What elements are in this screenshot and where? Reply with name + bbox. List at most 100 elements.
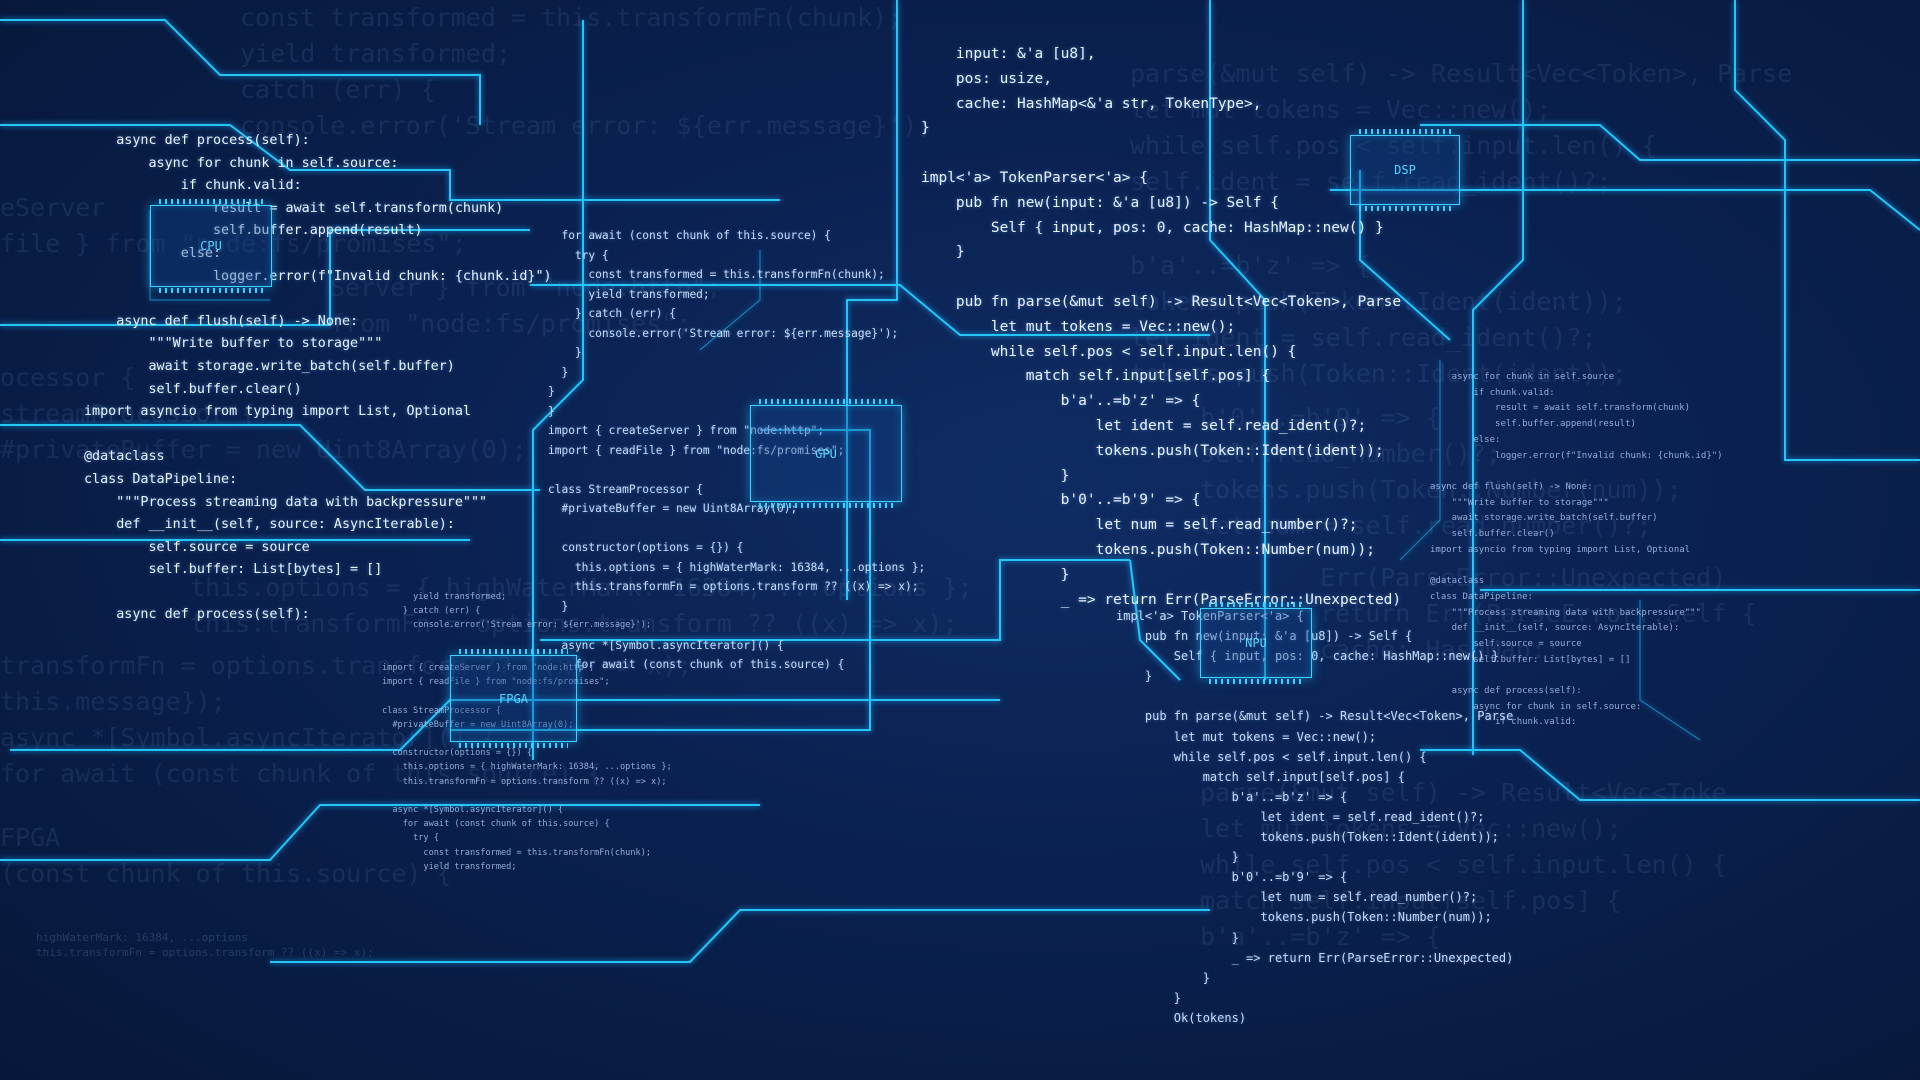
background-code-line: FPGA [0, 823, 61, 852]
code-left-lines: async def process(self): async for chunk… [84, 130, 552, 627]
background-code-block: transformFn = options.transform ?? ((x) … [0, 648, 692, 792]
trace-right-vertical-2 [1472, 0, 1524, 755]
trace-right-lower [1420, 749, 1920, 801]
background-code-line: this.message}); [0, 687, 226, 716]
background-code-line: tokens.push(Token::Ident(ident)); [1130, 359, 1627, 388]
background-code-line: let ident = self.read_ident()?; [1130, 323, 1597, 352]
dsp-chip: DSP [1350, 129, 1460, 211]
code-line: let num = self.read_number()?; [1116, 890, 1478, 905]
trace-right-vertical-1 [1209, 0, 1266, 680]
code-line: constructor(options = {}) { [548, 541, 744, 554]
npu-chip: NPU [1200, 602, 1312, 684]
code-line: try { [548, 248, 609, 262]
trace-left-low [0, 804, 760, 861]
code-line [1430, 668, 1723, 684]
code-line: import { readFile } from "node:fs/promis… [548, 443, 845, 457]
trace-thin-4 [1639, 600, 1701, 741]
code-line: } [548, 599, 569, 613]
trace-left-horizontal-1 [0, 229, 530, 326]
code-line [548, 519, 925, 539]
code-line: } [548, 385, 555, 398]
background-code-line: catch (err) { [240, 75, 436, 104]
code-line: } [1116, 970, 1210, 985]
trace-center-vertical-1 [532, 20, 584, 760]
background-code-line: b'a'..=b'z' => { [1130, 251, 1371, 280]
code-line: tokens.push(Token::Number(num)); [921, 541, 1375, 558]
code-panel-right-small: async for chunk in self.source if chunk.… [1430, 370, 1723, 731]
code-line: b'0'..=b'9' => { [1116, 870, 1348, 885]
trace-top-left [0, 124, 780, 201]
code-line: async def flush(self) -> None: [84, 313, 359, 329]
background-code-line: let mut tokens = Vec::new(); [1200, 814, 1622, 843]
code-line: else: [1430, 434, 1501, 445]
code-line: import asyncio from typing import List, … [1430, 544, 1691, 555]
cpu-chip-label: CPU [200, 239, 222, 253]
background-code-line: parse(&mut self) -> Result<Vec<Toke [1200, 778, 1727, 807]
background-code-block: ocessor {streamProcessor {#privateBuffer… [0, 360, 527, 468]
code-line: impl<'a> TokenParser<'a> { [921, 169, 1148, 186]
code-line: pos: usize, [921, 70, 1052, 87]
background-code-line: this.transformFn = options.transform ?? … [190, 609, 958, 638]
background-code-line: cache: HashMap:: [1320, 635, 1561, 664]
trace-thin-2 [699, 250, 761, 351]
code-line: await storage.write_batch(self.buffer) [84, 358, 455, 374]
background-code-line: console.error('Stream error: ${err.messa… [240, 111, 933, 140]
background-code-line: b'0'..=b'9' => { [1200, 403, 1441, 432]
code-line: import asyncio from typing import List, … [84, 404, 471, 420]
trace-left-bottom [10, 699, 1000, 751]
code-line: """Process streaming data with backpress… [1430, 607, 1701, 618]
background-code-block: parse(&mut self) -> Result<Vec<Toke let m… [1200, 775, 1727, 955]
code-line: Self { input, pos: 0, cache: HashMap::ne… [921, 219, 1384, 236]
fpga-chip-label: FPGA [499, 691, 528, 706]
code-line: async def process(self): [84, 133, 310, 148]
code-line: async for chunk in self.source: [84, 155, 399, 171]
code-line: while self.pos < self.input.len() { [1116, 749, 1427, 764]
code-line [84, 288, 552, 311]
code-line: class DataPipeline: [1430, 591, 1533, 602]
code-line: async def process(self): [1430, 686, 1582, 697]
code-line: b'0'..=b'9' => { [921, 492, 1201, 509]
code-line [921, 141, 1401, 166]
code-center-b-lines: yield transformed; } catch (err) { conso… [382, 590, 672, 874]
gpu-chip-label: GPU [815, 446, 837, 461]
code-line: def __init__(self, source: AsyncIterable… [1430, 623, 1680, 634]
code-right-small-lines: async for chunk in self.source if chunk.… [1430, 370, 1723, 731]
background-code-line: highWaterMark: 16384, ...options [36, 931, 248, 944]
code-line: } [1116, 850, 1239, 865]
code-line: Ok(tokens) [1116, 1010, 1247, 1025]
code-line: import { createServer } from "node:http"… [382, 663, 595, 674]
code-line: await storage.write_batch(self.buffer) [1430, 513, 1658, 524]
code-line: yield transformed; [382, 861, 517, 872]
trace-mid-right [1129, 559, 1181, 681]
code-panel-center-a: for await (const chunk of this.source) {… [548, 226, 925, 675]
background-code-block: this.options = { highWaterMark: 16384, .… [190, 570, 973, 642]
code-line: let ident = self.read_ident()?; [1116, 809, 1485, 824]
code-line: } [548, 365, 569, 379]
code-panel-right-mid: impl<'a> TokenParser<'a> { pub fn new(in… [1116, 606, 1513, 1028]
gpu-chip: GPU [750, 399, 902, 508]
code-line: tokens.push(Token::Number(num)); [1116, 910, 1492, 925]
trace-left-horizontal-2 [0, 424, 540, 491]
trace-thin-3 [1399, 360, 1441, 561]
code-line: result = await self.transform(chunk) [1430, 403, 1691, 414]
code-main-lines: input: &'a [u8], pos: usize, cache: Hash… [921, 42, 1401, 612]
code-right-mid-lines: impl<'a> TokenParser<'a> { pub fn new(in… [1116, 606, 1513, 1028]
code-line: tokens.push(Token::Ident(ident)); [1116, 830, 1499, 845]
code-line: self.buffer.append(result) [84, 223, 423, 239]
code-panel-center-b: yield transformed; } catch (err) { conso… [382, 590, 672, 874]
code-line: def __init__(self, source: AsyncIterable… [84, 517, 455, 533]
code-line: self.buffer: List[bytes] = [] [84, 562, 383, 578]
background-code-line: this.transformFn = options.transform ?? … [36, 946, 374, 959]
code-line: class StreamProcessor { [548, 482, 703, 496]
trace-center-vertical-2 [846, 0, 898, 600]
code-line: this.options = { highWaterMark: 16384, .… [548, 560, 926, 574]
trace-bottom-center [270, 909, 1210, 963]
code-line [921, 265, 1401, 290]
code-line: let num = self.read_number()?; [921, 517, 1358, 534]
code-line: this.transformFn = options.transform ?? … [548, 580, 919, 593]
trace-right-vertical-3 [1734, 0, 1920, 461]
dsp-chip-label: DSP [1394, 163, 1416, 177]
code-line: else: [84, 245, 222, 261]
background-code-block: const transformed = this.transformFn(chu… [240, 0, 932, 144]
